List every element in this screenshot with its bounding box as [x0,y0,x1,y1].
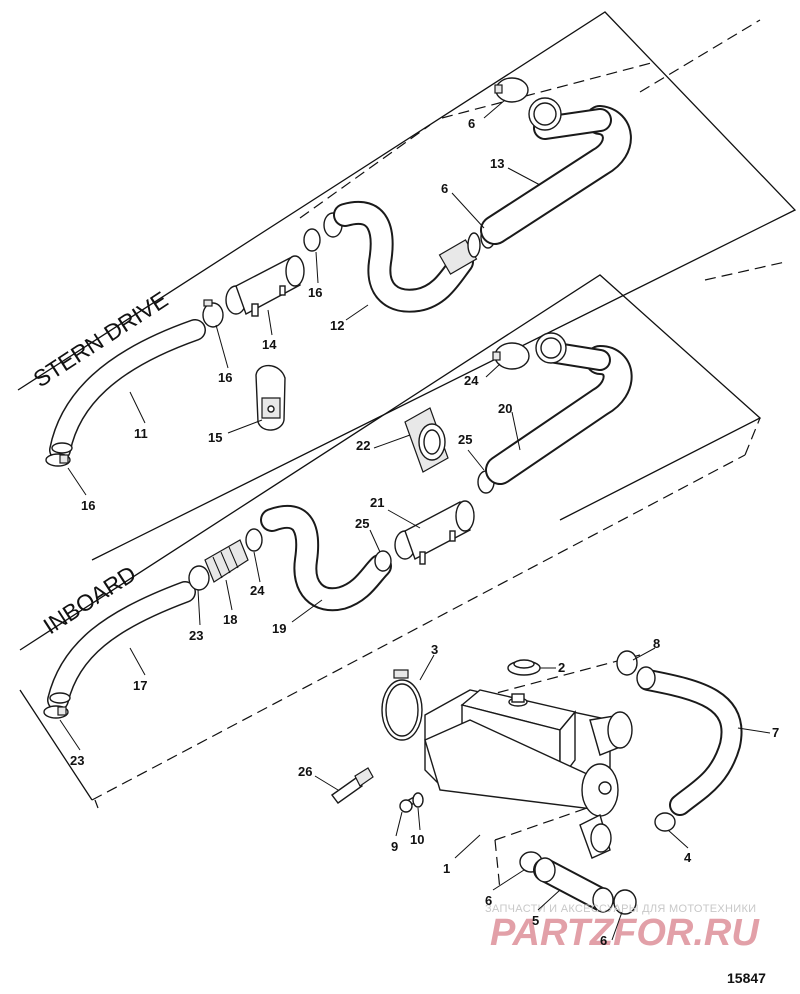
callout-4: 4 [684,850,692,865]
bracket-15 [255,364,286,431]
hose-13 [480,97,632,245]
callout-12: 12 [330,318,344,333]
callout-6: 6 [600,933,607,948]
watermark-brand: PARTZFOR.RU [490,912,760,954]
callout-16: 16 [218,370,232,385]
clamp-4 [654,812,676,832]
callout-6: 6 [485,893,492,908]
clamp-24-lower [245,528,263,552]
figure-number: 15847 [727,970,766,986]
hose-20 [485,332,633,485]
callout-20: 20 [498,401,512,416]
fitting-26 [331,767,374,804]
clamp-3 [381,669,423,741]
clamp-16-mid [202,299,224,328]
hose-5 [533,857,614,913]
callout-1: 1 [443,861,450,876]
clamp-25-lower [374,550,392,572]
callout-10: 10 [410,832,424,847]
washer-10 [412,792,424,808]
callout-16: 16 [308,285,322,300]
bracket-22 [404,407,449,473]
clamp-16-lower [45,453,71,467]
callout-16: 16 [81,498,95,513]
callout-9: 9 [391,839,398,854]
bellows-adapter [438,232,481,275]
callout-23: 23 [189,628,203,643]
elbow-hose-19 [260,504,392,612]
clamp-8 [616,650,638,676]
callout-24: 24 [250,583,265,598]
callout-8: 8 [653,636,660,651]
exhaust-canister-14 [225,255,305,317]
callout-3: 3 [431,642,438,657]
callout-14: 14 [262,337,277,352]
callout-21: 21 [370,495,384,510]
callout-6: 6 [441,181,448,196]
hose-7 [636,666,743,816]
callout-22: 22 [356,438,370,453]
heat-exchanger-1 [424,689,633,859]
callout-18: 18 [223,612,237,627]
watermark-tagline: ЗАПЧАСТИ И АКСЕССУАРЫ ДЛЯ МОТОТЕХНИКИ [485,903,756,915]
callout-15: 15 [208,430,222,445]
callout-13: 13 [490,156,504,171]
lower-guides [469,654,641,891]
callout-24: 24 [464,373,479,388]
callout-25: 25 [355,516,369,531]
callout-numbers: 6 13 6 16 14 12 16 11 15 16 24 20 22 25 … [70,116,779,948]
stern-drive-frame [17,11,797,561]
callout-19: 19 [272,621,286,636]
clamp-6-top [494,77,529,103]
elbow-hose-12 [333,201,474,313]
pressure-cap-2 [507,659,541,676]
clamp-23-lower [43,705,69,719]
clamp-23-upper [188,565,210,591]
hose-17 [47,581,196,711]
callout-5: 5 [532,913,539,928]
clamp-6-lower-right [613,889,637,915]
clamp-24-upper [492,342,530,370]
callout-23: 23 [70,753,84,768]
callout-2: 2 [558,660,565,675]
callout-6: 6 [468,116,475,131]
callout-11: 11 [134,426,148,441]
callout-7: 7 [772,725,779,740]
leader-lines [59,99,771,941]
callout-26: 26 [298,764,312,779]
bellows-18 [204,539,249,583]
hose-11 [49,319,206,461]
inboard-frame [19,261,786,809]
callout-17: 17 [133,678,147,693]
exhaust-canister-21 [394,500,475,565]
callout-25: 25 [458,432,472,447]
